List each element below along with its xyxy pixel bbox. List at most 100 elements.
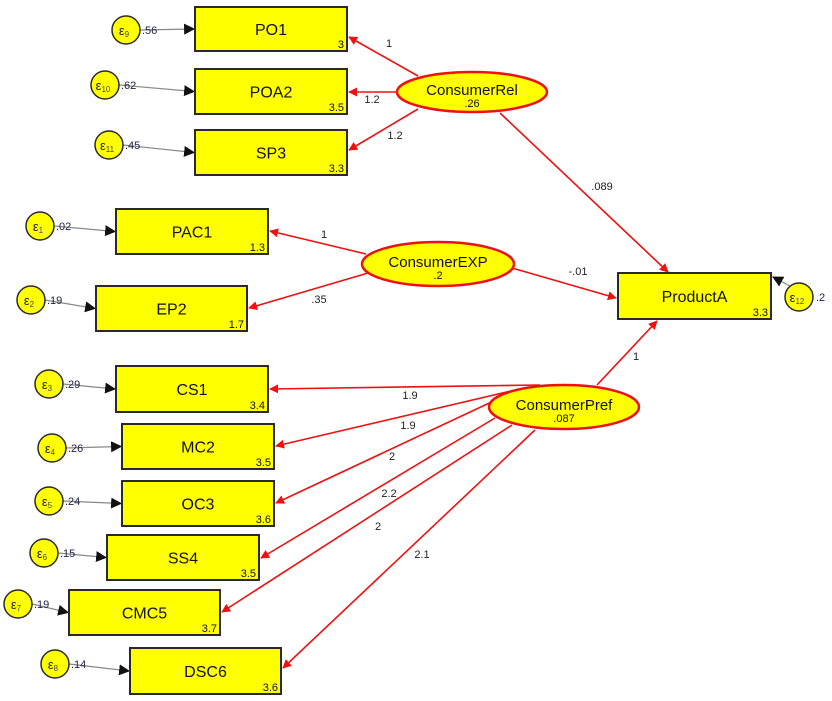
path-consumerrel-to-po1: [348, 36, 419, 77]
error-variance-e8: .14: [71, 659, 86, 671]
path-coefficient-consumerrel-to-producta: .089: [591, 181, 612, 193]
error-circle[interactable]: [34, 369, 64, 399]
observed-node-oc3[interactable]: OC3 3.6: [121, 480, 275, 527]
path-coefficient-consumerrel-to-poa2: 1.2: [364, 94, 379, 106]
error-subscript: 1: [39, 226, 44, 235]
error-circle[interactable]: [29, 538, 59, 568]
observed-box[interactable]: [106, 534, 260, 581]
observed-intercept: 3.5: [329, 102, 344, 114]
latent-ellipse[interactable]: [395, 70, 549, 114]
error-subscript: 12: [795, 297, 804, 306]
error-circle[interactable]: [94, 130, 124, 160]
latent-node-consumerpref[interactable]: ConsumerPref.087: [487, 383, 641, 431]
error-term-e11[interactable]: ε11: [94, 130, 124, 160]
error-term-e12[interactable]: ε12: [784, 282, 814, 312]
observed-box[interactable]: [194, 129, 348, 176]
error-variance-e12: .2: [816, 292, 825, 304]
error-path-e1-to-pac1: [53, 225, 117, 237]
latent-node-consumerexp[interactable]: ConsumerEXP.2: [360, 240, 516, 288]
error-circle[interactable]: [90, 70, 120, 100]
error-circle[interactable]: [16, 285, 46, 315]
error-term-e8[interactable]: ε8: [40, 649, 70, 679]
observed-label: SS4: [168, 551, 198, 568]
error-circle[interactable]: [37, 433, 67, 463]
observed-label: CMC5: [122, 606, 167, 623]
error-circle[interactable]: [111, 15, 141, 45]
observed-node-cmc5[interactable]: CMC5 3.7: [68, 589, 221, 636]
observed-box[interactable]: [115, 208, 269, 255]
error-term-e5[interactable]: ε5: [34, 486, 64, 516]
observed-box[interactable]: [68, 589, 221, 636]
latent-ellipse[interactable]: [487, 383, 641, 431]
path-consumerpref-to-producta: [596, 320, 658, 386]
error-term-e1[interactable]: ε1: [25, 211, 55, 241]
observed-label: OC3: [182, 497, 215, 514]
path-coefficient-consumerpref-to-producta: 1: [633, 351, 639, 363]
path-coefficient-consumerpref-to-cs1: 1.9: [402, 390, 417, 402]
error-variance-e3: .29: [65, 379, 80, 391]
observed-box[interactable]: [95, 285, 248, 332]
observed-intercept: 3.7: [202, 623, 217, 635]
path-consumerrel-to-producta: [499, 112, 669, 273]
path-coefficient-consumerexp-to-pac1: 1: [321, 229, 327, 241]
observed-box[interactable]: [617, 272, 772, 320]
path-coefficient-consumerpref-to-ss4: 2.2: [381, 488, 396, 500]
error-subscript: 9: [125, 30, 130, 39]
error-term-e3[interactable]: ε3: [34, 369, 64, 399]
error-path-e10-to-poa2: [118, 84, 196, 97]
path-consumerexp-to-ep2: [248, 272, 369, 311]
observed-box[interactable]: [129, 647, 282, 695]
observed-box[interactable]: [121, 480, 275, 527]
latent-variance: .26: [464, 98, 479, 110]
path-consumerpref-to-cs1: [269, 384, 541, 394]
error-circle[interactable]: [25, 211, 55, 241]
observed-intercept: 3.6: [256, 514, 271, 526]
latent-label: ConsumerEXP: [388, 254, 487, 271]
error-variance-e5: .24: [65, 496, 80, 508]
latent-label: ConsumerPref: [516, 397, 614, 414]
error-term-e4[interactable]: ε4: [37, 433, 67, 463]
observed-box[interactable]: [115, 365, 269, 413]
observed-intercept: 3.5: [256, 457, 271, 469]
error-circle[interactable]: [3, 589, 33, 619]
observed-box[interactable]: [121, 423, 275, 470]
error-term-e9[interactable]: ε9: [111, 15, 141, 45]
path-consumerpref-to-ss4: [260, 417, 496, 559]
error-symbol: ε8: [48, 657, 59, 673]
path-coefficient-consumerpref-to-oc3: 2: [389, 451, 395, 463]
path-coefficient-consumerpref-to-dsc6: 2.1: [414, 549, 429, 561]
error-term-e10[interactable]: ε10: [90, 70, 120, 100]
error-subscript: 4: [51, 448, 56, 457]
error-circle[interactable]: [34, 486, 64, 516]
observed-box[interactable]: [194, 6, 348, 52]
error-subscript: 2: [30, 300, 35, 309]
error-term-e6[interactable]: ε6: [29, 538, 59, 568]
error-path-e7-to-cmc5: [31, 603, 70, 616]
observed-label: MC2: [181, 440, 215, 457]
observed-intercept: 1.7: [229, 319, 244, 331]
observed-box[interactable]: [194, 68, 348, 115]
path-consumerexp-to-producta: [511, 267, 617, 301]
error-variance-e4: .26: [68, 443, 83, 455]
error-circle[interactable]: [784, 282, 814, 312]
error-variance-e6: .15: [60, 548, 75, 560]
error-path-e6-to-ss4: [57, 551, 108, 563]
error-term-e2[interactable]: ε2: [16, 285, 46, 315]
observed-node-mc2[interactable]: MC2 3.5: [121, 423, 275, 470]
observed-intercept: 3.3: [753, 307, 768, 319]
error-term-e7[interactable]: ε7: [3, 589, 33, 619]
latent-node-consumerrel[interactable]: ConsumerRel.26: [395, 70, 549, 114]
latent-ellipse[interactable]: [360, 240, 516, 288]
error-symbol: ε9: [119, 23, 130, 39]
error-circle[interactable]: [40, 649, 70, 679]
error-path-e9-to-po1: [139, 23, 196, 35]
